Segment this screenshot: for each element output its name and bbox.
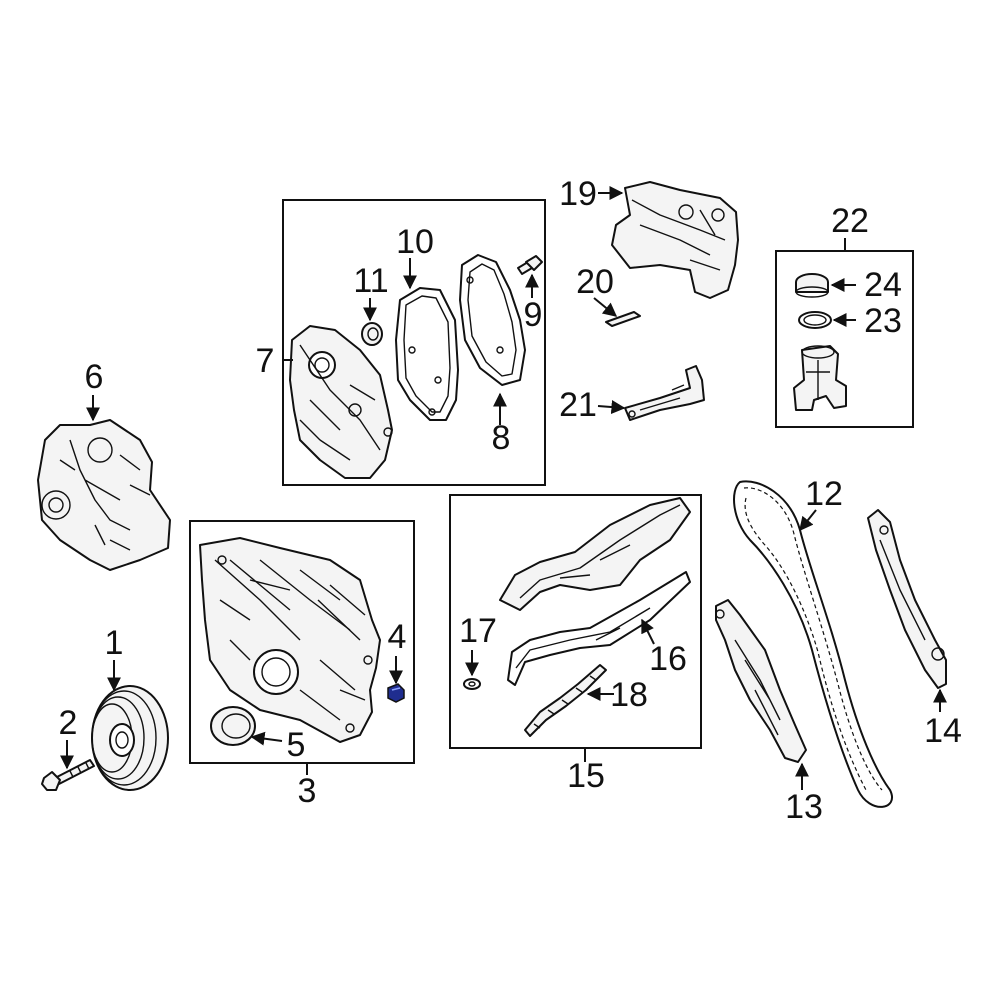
callout-7: 7: [256, 342, 275, 380]
callout-5: 5: [287, 726, 306, 764]
group-box-7: [282, 199, 546, 486]
callout-10: 10: [396, 223, 434, 261]
callout-19: 19: [559, 175, 597, 213]
part-9-bolt: [517, 255, 543, 275]
callout-16: 16: [649, 640, 687, 678]
part-1-pulley: [91, 685, 169, 791]
callout-21: 21: [559, 386, 597, 424]
part-11-seal: [361, 322, 383, 346]
callout-23: 23: [864, 302, 902, 340]
part-22-housing: [793, 345, 847, 411]
part-14-fixed-guide: [867, 509, 947, 689]
leader-20: [593, 297, 618, 317]
part-7-inner-cover: [289, 325, 393, 479]
leader-12: [799, 509, 817, 532]
part-13-tensioner-guide: [715, 599, 807, 763]
part-20-clip: [605, 311, 641, 327]
leader-5: [250, 731, 283, 746]
callout-20: 20: [576, 263, 614, 301]
callout-12: 12: [805, 475, 843, 513]
callout-14: 14: [924, 712, 962, 750]
callout-6: 6: [85, 358, 104, 396]
callout-22: 22: [831, 202, 869, 240]
part-6-housing: [37, 419, 171, 571]
part-12-timing-chain: [733, 480, 893, 808]
callout-24: 24: [864, 266, 902, 304]
callout-18: 18: [610, 676, 648, 714]
part-4-plug: [387, 683, 405, 703]
leader-16: [641, 618, 655, 645]
callout-9: 9: [524, 296, 543, 334]
part-5-seal: [210, 706, 256, 746]
callout-4: 4: [388, 618, 407, 656]
callout-1: 1: [105, 624, 124, 662]
part-21-bracket: [624, 365, 705, 421]
callout-17: 17: [459, 612, 497, 650]
callout-11: 11: [353, 262, 388, 300]
callout-13: 13: [785, 788, 823, 826]
part-23-o-ring: [798, 311, 832, 329]
part-18-chain-segment: [524, 664, 607, 737]
part-2-bolt: [41, 759, 95, 791]
part-17-washer: [463, 678, 481, 690]
part-19-shield: [611, 181, 739, 299]
callout-3: 3: [298, 772, 317, 810]
part-8-gasket: [459, 254, 526, 386]
part-15-upper-guide: [499, 497, 691, 611]
callout-2: 2: [59, 704, 78, 742]
group-box-3: [189, 520, 415, 764]
group-box-15: [449, 494, 702, 749]
part-3-timing-cover: [199, 537, 381, 743]
leader-21: [597, 400, 626, 415]
part-16-guide: [507, 571, 691, 686]
callout-15: 15: [567, 757, 605, 795]
part-10-gasket: [395, 287, 459, 421]
callout-8: 8: [492, 419, 511, 457]
part-24-cap: [795, 273, 829, 298]
